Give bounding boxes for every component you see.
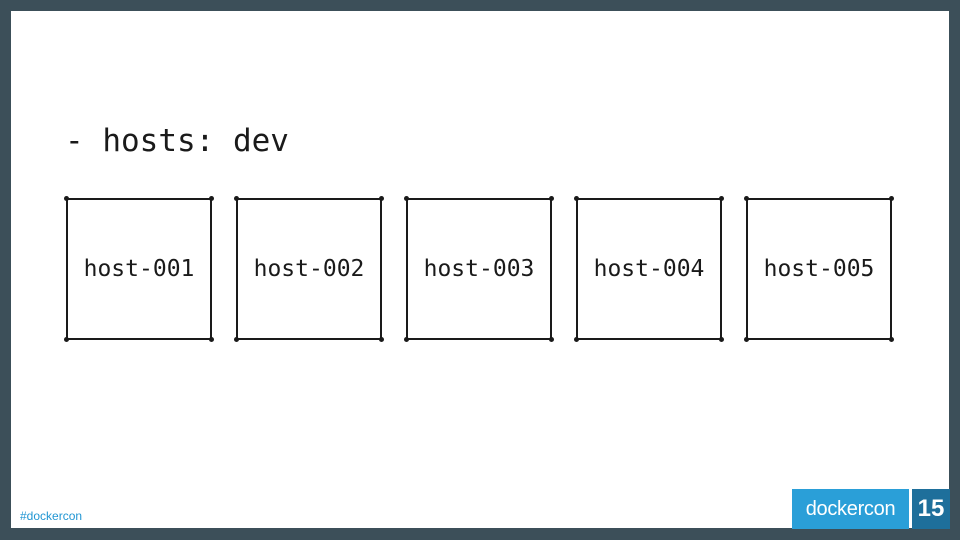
host-label: host-001 bbox=[83, 256, 195, 282]
host-label: host-003 bbox=[423, 256, 535, 282]
host-label: host-005 bbox=[763, 256, 875, 282]
host-box-1: host-001 bbox=[64, 196, 214, 342]
dockercon-wordmark: dockercon bbox=[792, 489, 909, 529]
host-box-4: host-004 bbox=[574, 196, 724, 342]
hashtag-text: #dockercon bbox=[20, 509, 83, 523]
host-box-3: host-003 bbox=[404, 196, 554, 342]
host-box-2: host-002 bbox=[234, 196, 384, 342]
slide: - hosts: dev host-001 host-002 host-003 … bbox=[11, 11, 949, 528]
dockercon-year-badge: 15 bbox=[912, 489, 950, 529]
host-label: host-004 bbox=[593, 256, 705, 282]
dockercon-wordmark-text: dockercon bbox=[805, 497, 896, 520]
slide-heading: - hosts: dev bbox=[65, 123, 289, 159]
host-label: host-002 bbox=[253, 256, 365, 282]
host-box-5: host-005 bbox=[744, 196, 894, 342]
dockercon-logo: dockercon 15 bbox=[792, 489, 950, 529]
host-list: host-001 host-002 host-003 host-004 host… bbox=[64, 196, 896, 342]
